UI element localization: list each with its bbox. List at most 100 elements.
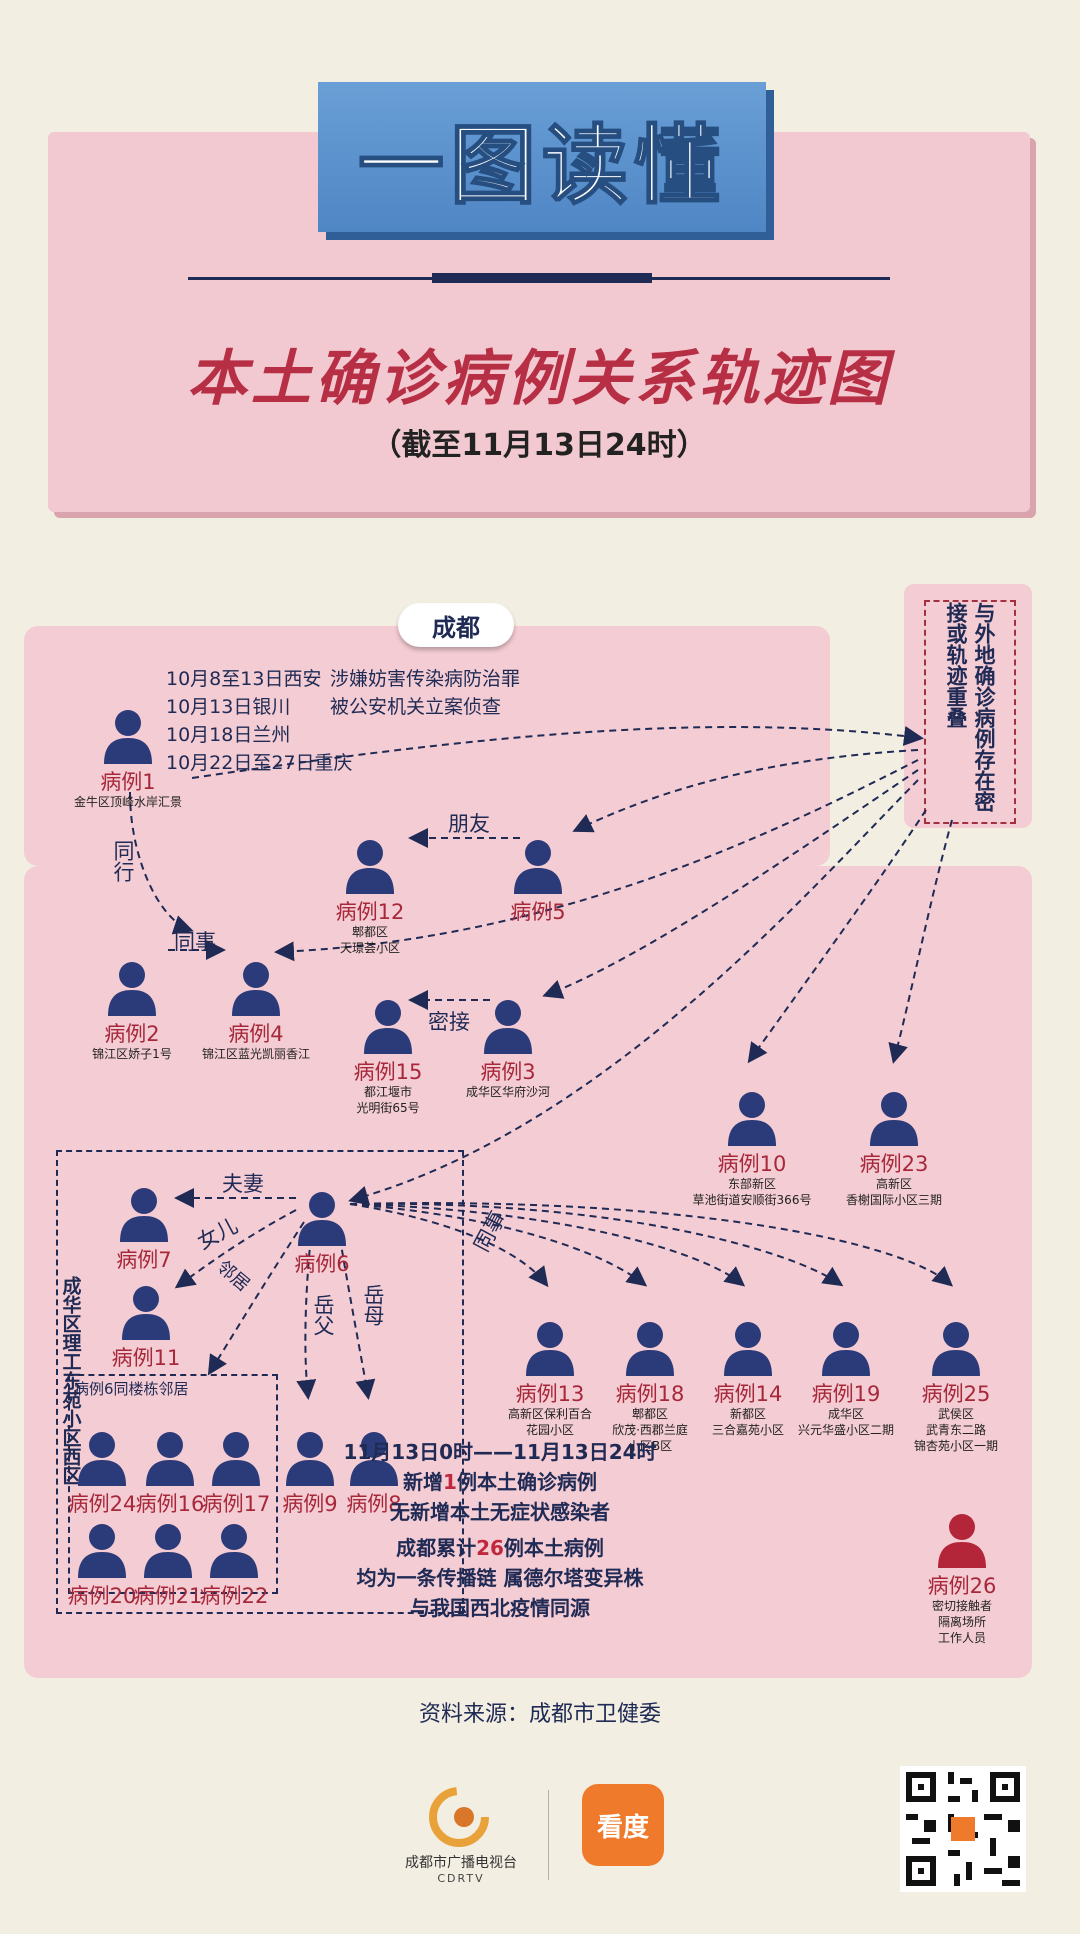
summary-new-num: 1 xyxy=(443,1470,457,1494)
relation-yuefu: 岳父 xyxy=(311,1294,335,1336)
person-icon xyxy=(346,840,394,894)
case-address-c1: 金牛区顶峰水岸汇景 xyxy=(73,795,183,809)
qr-code-icon xyxy=(900,1766,1026,1892)
summary-new-pre: 新增 xyxy=(403,1470,444,1494)
case-label-c18: 病例18 xyxy=(615,1382,685,1406)
case-label-c8: 病例8 xyxy=(346,1492,402,1516)
case-address-c19: 成华区 兴元华盛小区二期 xyxy=(797,1407,895,1437)
case-label-c12: 病例12 xyxy=(335,900,405,924)
case-label-c20: 病例20 xyxy=(67,1584,137,1608)
header-divider-accent xyxy=(432,273,652,283)
kandu-logo: 看度 xyxy=(582,1784,664,1866)
case-label-c13: 病例13 xyxy=(515,1382,585,1406)
case-label-c1: 病例1 xyxy=(100,770,156,794)
person-icon xyxy=(210,1524,258,1578)
case-label-c6: 病例6 xyxy=(294,1252,350,1276)
summary-new-cases: 新增1例本土确诊病例 xyxy=(285,1466,715,1495)
case-address-c3: 成华区华府沙河 xyxy=(465,1085,551,1099)
itinerary-line: 10月13日银川 xyxy=(166,696,291,718)
person-icon xyxy=(526,1322,574,1376)
person-icon xyxy=(350,1432,398,1486)
person-icon xyxy=(146,1432,194,1486)
person-icon xyxy=(932,1322,980,1376)
case-label-c4: 病例4 xyxy=(228,1022,284,1046)
arrow-external-c3 xyxy=(542,769,919,999)
xiyuan-group-box xyxy=(56,1150,464,1614)
arrow-c1-external xyxy=(191,726,924,779)
neighbors-group-label: 病例6同楼栋邻居 xyxy=(74,1380,189,1398)
arrow-c6-c13 xyxy=(349,1203,549,1288)
case-label-c5: 病例5 xyxy=(510,900,566,924)
arrow-c6-c9 xyxy=(296,1225,317,1400)
itinerary-line: 10月18日兰州 xyxy=(166,724,291,746)
person-icon xyxy=(870,1092,918,1146)
logo-divider xyxy=(548,1790,549,1880)
person-icon xyxy=(78,1432,126,1486)
case-label-c9: 病例9 xyxy=(282,1492,338,1516)
relation-mijie: 密接 xyxy=(428,1010,470,1034)
person-icon xyxy=(298,1192,346,1246)
case-address-c13: 高新区保利百合 花园小区 xyxy=(507,1407,593,1437)
cdrtv-name: 成都市广播电视台 xyxy=(405,1855,517,1871)
arrow-c6-neighbors xyxy=(207,1221,305,1376)
arrow-c6-c8 xyxy=(337,1225,376,1400)
xiyuan-group-label: 成华区理工东苑小区西区 xyxy=(56,1150,86,1610)
arrow-external-c4 xyxy=(274,759,919,962)
data-source: 资料来源：成都市卫健委 xyxy=(418,1702,661,1727)
relation-yuemu: 岳母 xyxy=(361,1284,385,1326)
summary-total-post: 例本土病例 xyxy=(503,1536,604,1560)
person-icon xyxy=(938,1514,986,1568)
city-tag: 成都 xyxy=(398,603,514,647)
legal-note-line: 被公安机关立案侦查 xyxy=(330,696,502,718)
summary-period: 11月13日0时——11月13日24时 xyxy=(343,1440,657,1464)
arrow-c6-c19 xyxy=(349,1202,844,1287)
person-icon xyxy=(108,962,156,1016)
person-icon xyxy=(144,1524,192,1578)
case-label-c17: 病例17 xyxy=(201,1492,271,1516)
summary-asymptomatic: 无新增本土无症状感染者 xyxy=(390,1500,610,1524)
external-link-box: 与外地确诊病例存在密接或轨迹重叠 xyxy=(924,600,1016,824)
case-label-c26: 病例26 xyxy=(927,1574,997,1598)
chengdu-area-top xyxy=(24,626,830,866)
person-icon xyxy=(514,840,562,894)
case-label-c19: 病例19 xyxy=(811,1382,881,1406)
title-box xyxy=(318,82,766,232)
person-icon xyxy=(626,1322,674,1376)
person-icon xyxy=(212,1432,260,1486)
case-label-c7: 病例7 xyxy=(116,1248,172,1272)
case-address-c12: 郫都区 天璟荟小区 xyxy=(339,925,401,955)
legal-note-line: 涉嫌妨害传染病防治罪 xyxy=(330,668,521,690)
case-label-c24: 病例24 xyxy=(67,1492,137,1516)
summary-total-pre: 成都累计 xyxy=(396,1536,477,1560)
diagram-subtitle: 本土确诊病例关系轨迹图 xyxy=(187,344,891,414)
person-icon xyxy=(364,1000,412,1054)
case-address-c10: 东部新区 草池街道安顺街366号 xyxy=(692,1177,812,1207)
arrow-external-c23 xyxy=(888,819,953,1064)
cdrtv-subname: CDRTV xyxy=(437,1872,485,1885)
person-icon xyxy=(104,710,152,764)
case-label-c10: 病例10 xyxy=(717,1152,787,1176)
relation-pengyou: 朋友 xyxy=(448,812,490,836)
summary-origin: 与我国西北疫情同源 xyxy=(410,1596,590,1620)
person-icon xyxy=(724,1322,772,1376)
arrow-external-c6 xyxy=(348,779,919,1206)
neighbors-group-box xyxy=(68,1374,278,1594)
summary-total: 成都累计26例本土病例 xyxy=(285,1532,715,1561)
relation-fuqi: 夫妻 xyxy=(222,1172,264,1196)
case-label-c2: 病例2 xyxy=(104,1022,160,1046)
case-address-c4: 锦江区蓝光凯丽香江 xyxy=(201,1047,311,1061)
xiyuan-group-label-text: 成华区理工东苑小区西区 xyxy=(59,1275,82,1485)
case-address-c2: 锦江区娇子1号 xyxy=(92,1047,172,1061)
person-icon xyxy=(78,1524,126,1578)
cdrtv-logo-icon xyxy=(429,1787,489,1847)
case-label-c14: 病例14 xyxy=(713,1382,783,1406)
itinerary-line: 10月22日至27日重庆 xyxy=(166,752,353,774)
case-label-c25: 病例25 xyxy=(921,1382,991,1406)
summary-chain: 均为一条传播链 属德尔塔变异株 xyxy=(356,1566,644,1590)
case-label-c16: 病例16 xyxy=(135,1492,205,1516)
person-icon xyxy=(120,1188,168,1242)
person-icon xyxy=(122,1286,170,1340)
arrow-c6-c14 xyxy=(349,1203,746,1287)
case-address-c18: 郫都区 欣茂·西郡兰庭 小区B区 xyxy=(612,1407,688,1453)
